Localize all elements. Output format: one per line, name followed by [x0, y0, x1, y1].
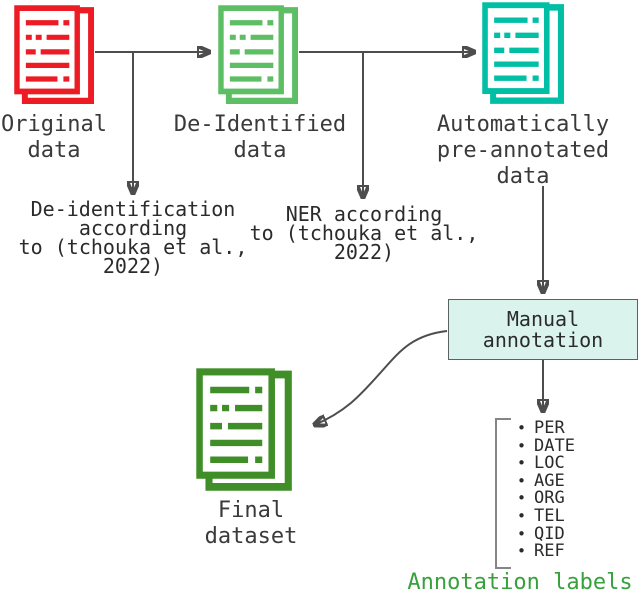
annotation-label-text: AGE — [534, 470, 565, 491]
manual-annotation-label: Manual annotation — [482, 306, 604, 352]
annotation-label-text: QID — [534, 523, 565, 544]
annotation-label-item: • QID — [517, 523, 575, 544]
annotation-label-item: • REF — [517, 541, 575, 562]
final-dataset-icon — [196, 368, 293, 492]
annotation-label-item: • TEL — [517, 505, 575, 526]
annotation-label-text: DATE — [534, 435, 575, 456]
preannotated-data-label: Automatically pre-annotated data — [436, 112, 610, 189]
annotation-label-item: • ORG — [517, 490, 575, 508]
original-data-label: Original data — [1, 112, 107, 163]
annotation-label-text: PER — [534, 418, 565, 438]
bullet-icon: • — [517, 489, 527, 508]
annotation-label-text: LOC — [534, 453, 565, 474]
annotation-label-text: TEL — [534, 505, 565, 526]
original-data-icon — [14, 5, 95, 105]
deidentification-note: De-identification according to (tchouka … — [18, 197, 248, 278]
bullet-icon: • — [517, 542, 527, 561]
bullet-icon: • — [517, 454, 527, 473]
annotation-labels-list: • PER • DATE • LOC • AGE • ORG • TEL • QID • REF — [517, 418, 575, 562]
bullet-icon: • — [517, 506, 527, 525]
final-dataset-label: Final dataset — [204, 498, 298, 549]
arrow-manual-to-final — [314, 330, 448, 425]
annotation-label-item: • LOC — [517, 453, 575, 474]
labels-bracket — [495, 418, 511, 569]
bullet-icon: • — [517, 436, 527, 455]
deidentified-data-icon — [218, 5, 299, 105]
annotation-label-text: REF — [534, 541, 565, 562]
manual-annotation-box: Manual annotation — [448, 299, 638, 360]
annotation-label-text: ORG — [534, 488, 565, 509]
annotation-labels-caption: Annotation labels — [407, 570, 633, 595]
bullet-icon: • — [517, 419, 527, 437]
bullet-icon: • — [517, 471, 527, 490]
annotation-label-item: • AGE — [517, 470, 575, 491]
preannotated-data-icon — [482, 2, 565, 105]
annotation-label-item: • PER — [517, 418, 575, 438]
deidentified-data-label: De-Identified data — [173, 112, 347, 163]
ner-note: NER according to (tchouka et al., 2022) — [249, 202, 479, 264]
annotation-label-item: • DATE — [517, 435, 575, 456]
bullet-icon: • — [517, 524, 527, 543]
